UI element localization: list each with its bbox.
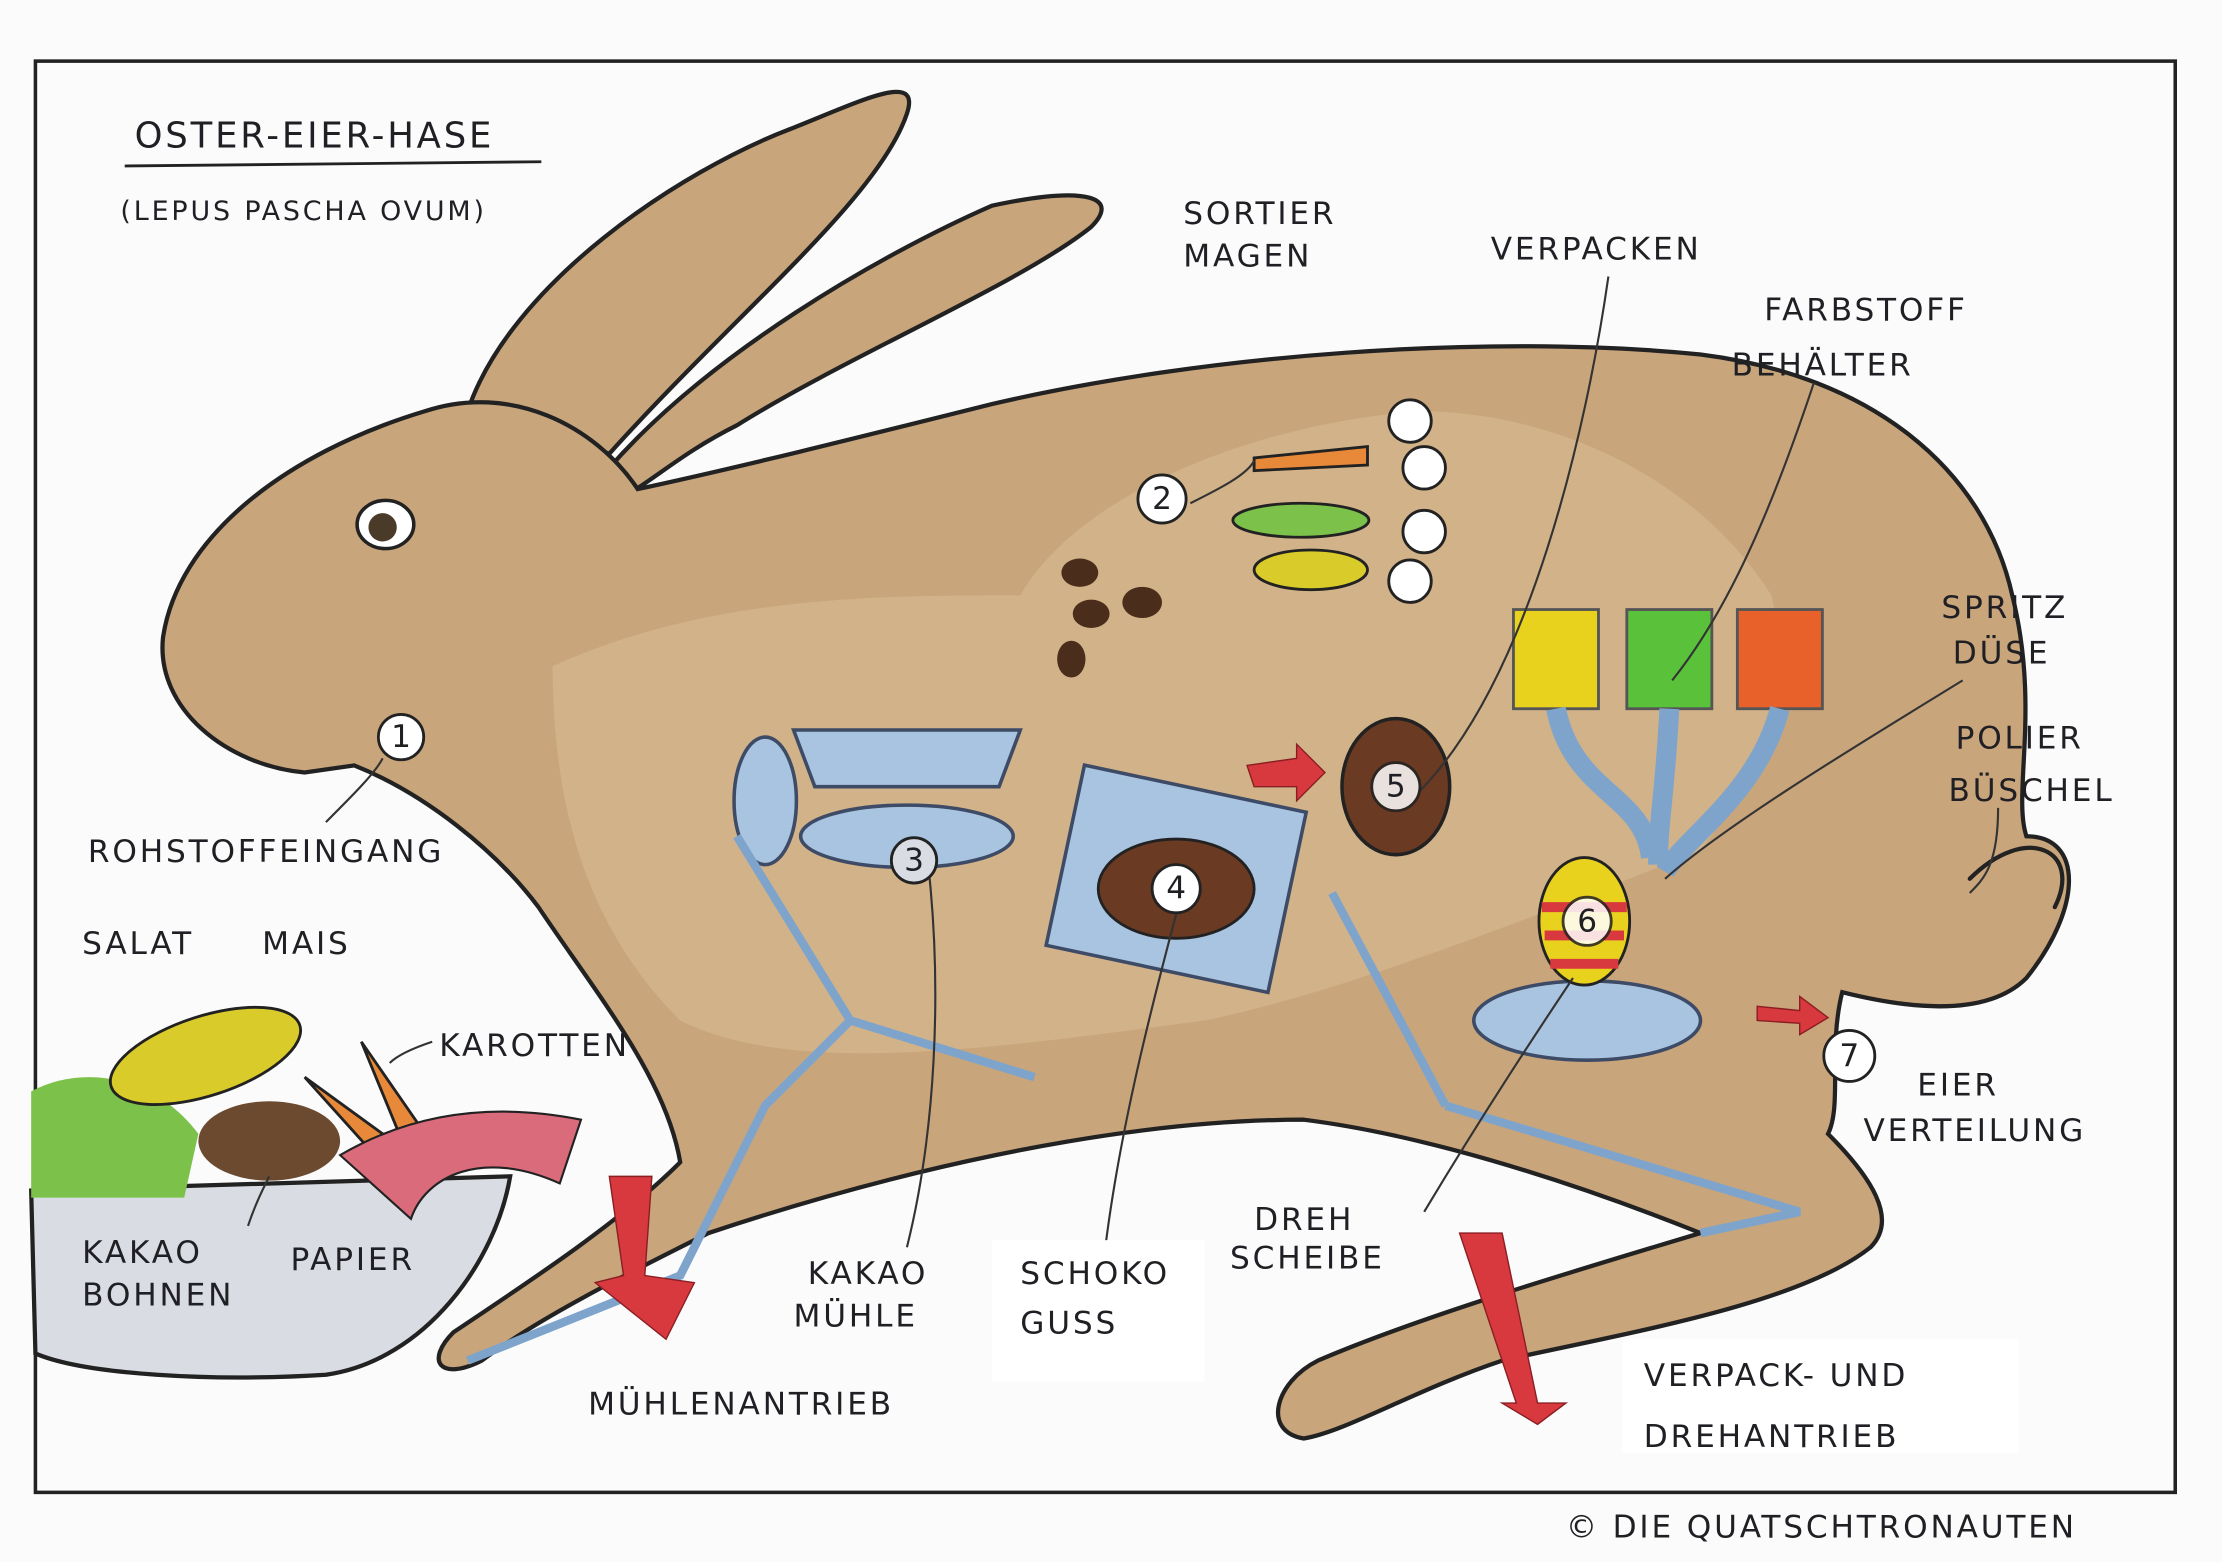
label-mais: MAIS xyxy=(262,926,351,962)
frame xyxy=(33,59,2178,1495)
label-papier: PAPIER xyxy=(291,1242,415,1278)
label-dreh: DREH xyxy=(1254,1202,1354,1238)
leader-lines xyxy=(246,276,2000,1248)
bowl-lettuce xyxy=(31,1077,199,1198)
dye-orange xyxy=(1735,608,1824,711)
station-markers: 1 2 3 4 5 6 7 xyxy=(376,473,1877,1083)
dye-containers xyxy=(1512,608,1824,878)
svg-text:7: 7 xyxy=(1839,1038,1859,1074)
mill-gear xyxy=(732,735,799,867)
nozzle-pipes xyxy=(1546,706,1790,878)
label-rohstoffeingang: ROHSTOFFEINGANG xyxy=(88,834,444,870)
arrow-drehantrieb xyxy=(1458,1232,1569,1426)
rabbit-ear-back xyxy=(464,89,912,457)
label-verteilung: VERTEILUNG xyxy=(1863,1113,2086,1149)
copyright: © DIE QUATSCHTRONAUTEN xyxy=(1566,1510,2077,1546)
rabbit-interior xyxy=(552,411,1779,1054)
station-3: 3 xyxy=(889,836,939,885)
rabbit-pupil xyxy=(368,513,397,542)
arrow-muehlenantrieb xyxy=(593,1175,696,1341)
label-bohnen: BOHNEN xyxy=(82,1277,234,1313)
label-verpack-und: VERPACK- UND xyxy=(1644,1358,1908,1394)
label-karotten: KAROTTEN xyxy=(439,1028,630,1064)
bowl-corn xyxy=(108,1005,303,1106)
label-salat: SALAT xyxy=(82,926,194,962)
label-verpacken: VERPACKEN xyxy=(1491,232,1702,268)
station-4: 4 xyxy=(1150,863,1202,915)
bowl-paper xyxy=(338,1110,583,1221)
labels: OSTER-EIER-HASE (LEPUS PASCHA OVUM) SORT… xyxy=(82,116,2115,1546)
label-bueschel: BÜSCHEL xyxy=(1949,771,2115,809)
label-polier: POLIER xyxy=(1956,720,2084,756)
arrow-to-7 xyxy=(1756,994,1830,1036)
label-spritz: SPRITZ xyxy=(1941,590,2068,626)
label-eier: EIER xyxy=(1917,1068,1999,1104)
station-2: 2 xyxy=(1136,473,1188,525)
bowl-cocoa xyxy=(198,1101,341,1181)
linkage-rods xyxy=(466,834,1801,1365)
dye-yellow xyxy=(1512,608,1600,711)
label-farbstoff: FARBSTOFF xyxy=(1764,292,1968,328)
label-duese: DÜSE xyxy=(1953,633,2051,671)
label-magen: MAGEN xyxy=(1183,239,1312,275)
svg-text:4: 4 xyxy=(1166,871,1186,907)
title-underline xyxy=(124,160,542,168)
label-kakao-muehle-1: KAKAO xyxy=(808,1256,929,1292)
dye-green xyxy=(1625,608,1714,711)
label-scheibe: SCHEIBE xyxy=(1230,1240,1385,1276)
svg-text:5: 5 xyxy=(1386,769,1406,805)
station-5: 5 xyxy=(1370,761,1422,813)
label-kakao: KAKAO xyxy=(82,1235,203,1271)
svg-text:1: 1 xyxy=(391,719,411,755)
turntable xyxy=(1472,979,1703,1062)
station-1: 1 xyxy=(376,712,426,762)
corn xyxy=(1252,548,1369,592)
station-7: 7 xyxy=(1822,1028,1877,1083)
food-bowl xyxy=(28,1005,583,1380)
rabbit-ear-front xyxy=(606,193,1104,500)
bowl xyxy=(28,1174,513,1380)
label-sortier: SORTIER xyxy=(1183,196,1336,232)
arrow-spin-1 xyxy=(1246,742,1326,803)
antrieb-label-bg xyxy=(1622,1339,2020,1453)
label-muehlenantrieb: MÜHLENANTRIEB xyxy=(588,1384,894,1422)
subtitle: (LEPUS PASCHA OVUM) xyxy=(120,196,486,227)
label-schoko: SCHOKO xyxy=(1020,1256,1170,1292)
label-kakao-muehle-2: MÜHLE xyxy=(794,1297,918,1335)
station-6: 6 xyxy=(1561,895,1613,947)
cocoa-mill-bowl xyxy=(791,728,1023,789)
schoko-label-bg xyxy=(991,1240,1205,1382)
title: OSTER-EIER-HASE xyxy=(135,116,495,157)
label-drehantrieb: DREHANTRIEB xyxy=(1644,1419,1899,1455)
lettuce xyxy=(1231,501,1371,539)
carrot xyxy=(1252,445,1369,473)
svg-text:2: 2 xyxy=(1152,481,1172,517)
label-behaelter: BEHÄLTER xyxy=(1732,346,1914,384)
sorting-gears xyxy=(1387,398,1447,604)
svg-text:3: 3 xyxy=(904,842,924,878)
label-guss: GUSS xyxy=(1020,1306,1118,1342)
sortier-magen xyxy=(1057,398,1447,678)
svg-text:6: 6 xyxy=(1577,903,1597,939)
cocoa-beans xyxy=(1057,558,1163,678)
